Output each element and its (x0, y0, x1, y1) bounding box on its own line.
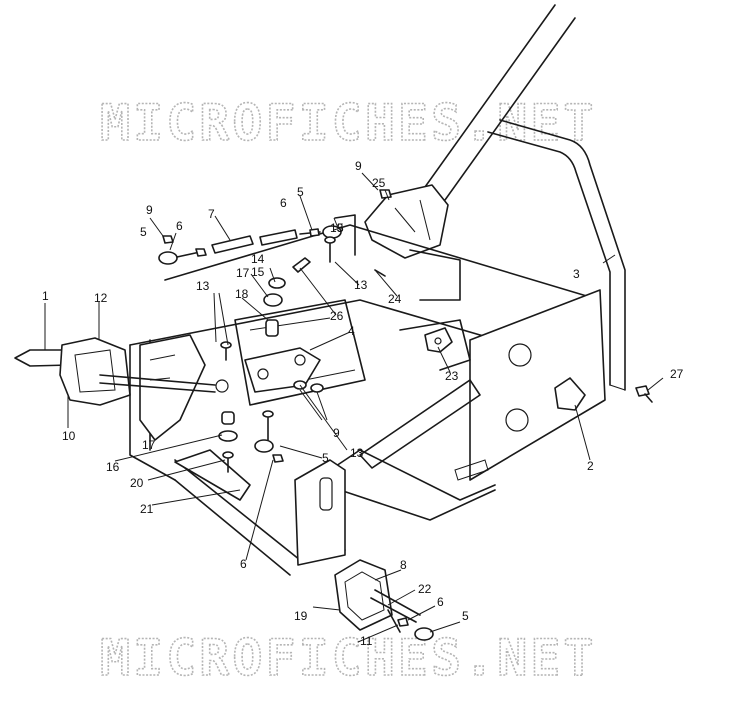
callout-5a: 5 (140, 225, 147, 239)
callout-5e: 5 (337, 221, 344, 235)
callout-13c: 13 (350, 446, 364, 460)
callout-10: 10 (62, 429, 76, 443)
drag-link (158, 189, 392, 265)
callout-5b: 5 (297, 185, 304, 199)
callout-24: 24 (388, 292, 402, 306)
callout-6b: 6 (280, 196, 287, 210)
callout-25: 25 (372, 176, 386, 190)
callout-13d: 13 (330, 221, 344, 235)
steering-arm-assembly (14, 335, 229, 406)
callout-15: 15 (251, 265, 265, 279)
callout-13a: 13 (196, 279, 210, 293)
callout-18: 18 (235, 287, 249, 301)
callout-8: 8 (400, 558, 407, 572)
lower-mount-hardware (218, 410, 284, 473)
steering-column (364, 4, 576, 259)
callout-7: 7 (208, 207, 215, 221)
callout-26: 26 (330, 309, 344, 323)
callout-13b: 13 (354, 278, 368, 292)
callout-2: 2 (587, 459, 594, 473)
callout-6a: 6 (176, 219, 183, 233)
right-side-hardware (374, 269, 653, 411)
callout-5d: 5 (462, 609, 469, 623)
callout-21: 21 (140, 502, 154, 516)
callout-22: 22 (418, 582, 432, 596)
frame-hoop (487, 119, 626, 391)
idler-plate-assembly (220, 236, 336, 393)
callout-6d: 6 (437, 595, 444, 609)
chassis-frame (129, 214, 606, 576)
callout-16: 16 (106, 460, 120, 474)
callout-9b: 9 (355, 159, 362, 173)
callout-20: 20 (130, 476, 144, 490)
callout-4: 4 (348, 324, 355, 338)
callout-17a: 17 (236, 266, 250, 280)
callout-27: 27 (670, 367, 684, 381)
callout-14: 14 (251, 252, 265, 266)
callout-23: 23 (445, 369, 459, 383)
callout-9c: 9 (333, 426, 340, 440)
callout-3: 3 (573, 267, 580, 281)
callout-6c: 6 (240, 557, 247, 571)
callout-17b: 17 (142, 438, 156, 452)
watermark-bottom: MICROFICHES.NET (100, 629, 597, 687)
callout-12: 12 (94, 291, 108, 305)
callout-1: 1 (42, 289, 49, 303)
callouts: 1 2 3 4 5 5 5 5 5 6 6 6 6 7 8 9 9 9 10 1… (42, 159, 684, 648)
watermark-top: MICROFICHES.NET (100, 94, 597, 152)
callout-5c: 5 (322, 451, 329, 465)
leader-lines (44, 172, 664, 643)
callout-11: 11 (360, 634, 373, 648)
callout-9a: 9 (146, 203, 153, 217)
callout-19: 19 (294, 609, 308, 623)
lower-bracket-assembly (334, 559, 434, 641)
